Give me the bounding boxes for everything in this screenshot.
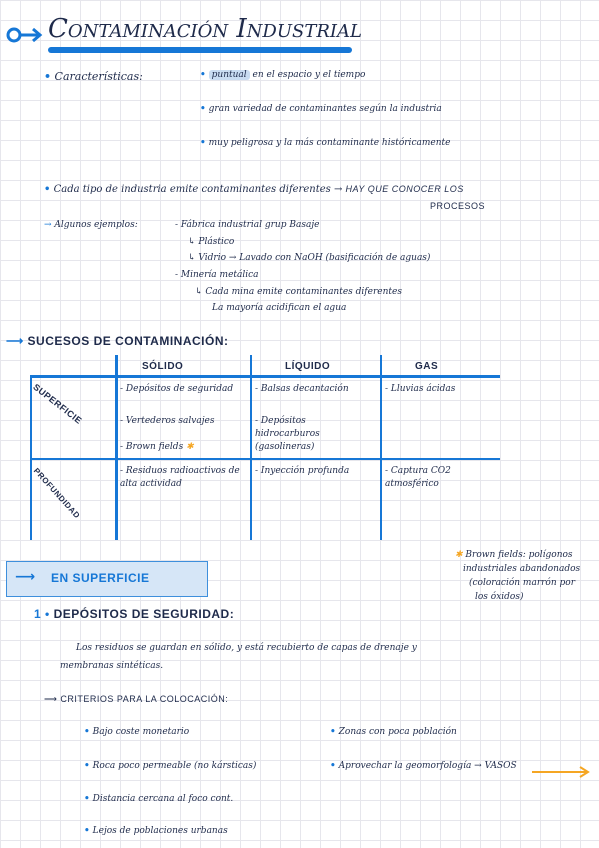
ejemplo-mineria: - Minería metálica (175, 270, 259, 280)
ejemplos-label-line: → Algunos ejemplos: (44, 220, 138, 230)
corner-arrow-icon: ↳ (195, 287, 206, 297)
ejemplo-vidrio: ↳ Vidrio → Lavado con NaOH (basificación… (188, 253, 431, 263)
contaminacion-table: SÓLIDO LÍQUIDO GAS SUPERFICIE PROFUNDIDA… (30, 355, 500, 540)
sup-solido-2: - Vertederos salvajes (120, 416, 215, 426)
cada-tipo-line: • Cada tipo de industria emite contamina… (44, 184, 464, 195)
sup-liquido-2: - Depósitos hidrocarburos (gasolineras) (255, 416, 320, 452)
criterio-left-1: • Bajo coste monetario (84, 727, 190, 737)
sup-gas-1: - Lluvias ácidas (385, 384, 456, 394)
caracteristicas-section: • Características: (44, 70, 143, 83)
depositos-text-2: membranas sintéticas. (60, 661, 164, 671)
star-icon: ✱ (455, 550, 463, 560)
ejemplo-cada-mina: ↳ Cada mina emite contaminantes diferent… (195, 287, 402, 297)
depositos-heading-line: 1 • DEPÓSITOS DE SEGURIDAD: (34, 607, 235, 621)
criterio-left-4: • Lejos de poblaciones urbanas (84, 826, 228, 836)
en-superficie-box: ⟶ EN SUPERFICIE (6, 561, 208, 597)
ejemplo-plastico: ↳ Plástico (188, 237, 235, 247)
depositos-heading: DEPÓSITOS DE SEGURIDAD: (53, 607, 235, 621)
sup-solido-1: - Depósitos de seguridad (120, 384, 234, 394)
en-superficie-label: EN SUPERFICIE (51, 571, 150, 585)
prof-solido-1: - Residuos radioactivos de alta activida… (120, 466, 240, 489)
col-header-liquido: LÍQUIDO (285, 361, 331, 372)
prof-gas-1: - Captura CO2 atmosférico (385, 466, 451, 489)
cada-tipo-procesos: PROCESOS (430, 201, 486, 211)
orange-arrow-icon (532, 766, 590, 778)
brown-fields-note: ✱ Brown fields: polígonos industriales a… (455, 550, 581, 602)
col-header-solido: SÓLIDO (142, 361, 184, 372)
caract-item-2: • gran variedad de contaminantes según l… (200, 104, 442, 114)
criterio-right-2: • Aprovechar la geomorfología → VASOS (330, 761, 517, 771)
caract-highlight: puntual (208, 70, 250, 80)
row-label-profundidad: PROFUNDIDAD (31, 466, 82, 521)
arrow-icon: → (333, 184, 346, 195)
section-number: 1 (34, 607, 42, 621)
table-line (30, 375, 500, 378)
table-line (250, 355, 252, 540)
table-line (380, 355, 382, 540)
criterios-heading-line: ⟶ CRITERIOS PARA LA COLOCACIÓN: (44, 694, 229, 704)
corner-arrow-icon: ↳ (188, 237, 199, 247)
criterio-right-1: • Zonas con poca población (330, 727, 457, 737)
ejemplo-fabrica: - Fábrica industrial grup Basaje (175, 220, 320, 230)
criterio-left-2: • Roca poco permeable (no kársticas) (84, 761, 257, 771)
criterio-left-3: • Distancia cercana al foco cont. (84, 794, 234, 804)
title-bullet-icon (6, 27, 43, 43)
title-underline (48, 47, 352, 53)
row-label-superficie: SUPERFICIE (31, 381, 84, 427)
star-icon: ✱ (186, 442, 194, 452)
arrow-icon: ⟶ (15, 569, 36, 585)
arrow-icon: ⟶ (44, 694, 61, 704)
table-line (115, 355, 118, 540)
caract-item-1: • puntual en el espacio y el tiempo (200, 70, 366, 80)
sup-solido-3: - Brown fields ✱ (120, 442, 194, 452)
sup-liquido-1: - Balsas decantación (255, 384, 349, 394)
caract-item-3: • muy peligrosa y la más contaminante hi… (200, 138, 451, 148)
table-line (30, 375, 32, 540)
depositos-text-1: Los residuos se guardan en sólido, y est… (76, 643, 417, 653)
caracteristicas-label: Características: (54, 70, 143, 83)
sucesos-heading-line: ⟶ SUCESOS DE CONTAMINACIÓN: (6, 334, 229, 348)
table-line (30, 458, 500, 460)
arrow-icon: ⟶ (6, 334, 28, 348)
arrow-icon: → (44, 220, 52, 230)
corner-arrow-icon: ↳ (188, 253, 199, 263)
col-header-gas: GAS (415, 361, 439, 372)
ejemplo-mayoria: La mayoría acidifican el agua (212, 303, 347, 313)
prof-liquido-1: - Inyección profunda (255, 466, 350, 476)
page-title: Contaminación Industrial (48, 14, 362, 44)
